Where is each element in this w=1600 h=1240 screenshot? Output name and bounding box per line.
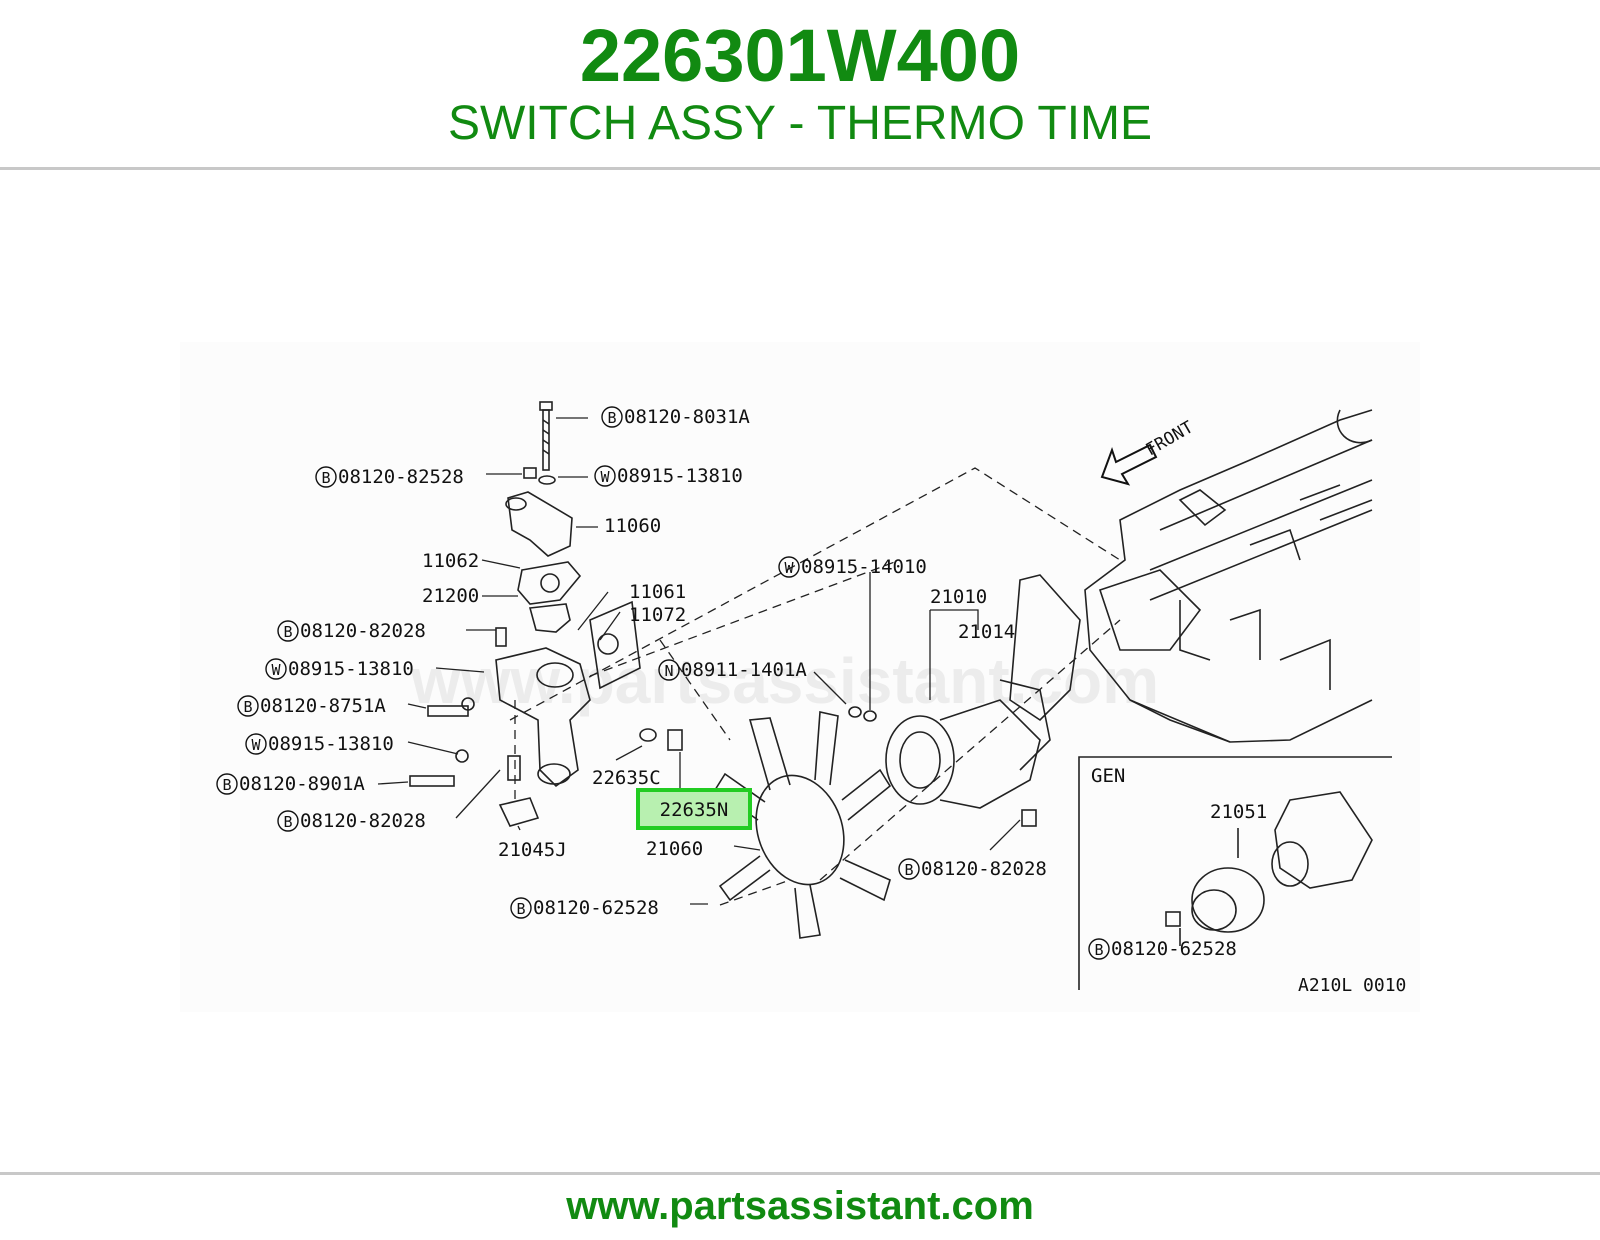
- callout-prefix-circle: [1088, 938, 1110, 960]
- highlight-box: [636, 788, 752, 830]
- figure-code: A210L 0010: [1298, 975, 1406, 996]
- callout-prefix: B: [243, 698, 252, 716]
- bolt-top: [523, 401, 556, 485]
- callout-prefix: W: [600, 468, 610, 486]
- callout-label: 22635C: [592, 767, 661, 789]
- callout-prefix-circle: [277, 810, 299, 832]
- callout-prefix: B: [283, 813, 292, 831]
- callout-label: 08120-82028: [300, 620, 426, 642]
- callout-prefix-circle: [237, 695, 259, 717]
- callout-prefix: B: [321, 469, 330, 487]
- callout-label: 08915-14010: [801, 556, 927, 578]
- callout-prefix: B: [904, 861, 913, 879]
- watermark: www.partsassistant.com: [410, 645, 1159, 717]
- callout-label: 08120-62528: [1111, 938, 1237, 960]
- water-pump: [848, 679, 1051, 827]
- callout-label: 11060: [604, 515, 661, 537]
- front-arrow-icon: [1100, 443, 1158, 486]
- dashed-guides: [509, 467, 1121, 906]
- callout-prefix: B: [283, 623, 292, 641]
- callout-label: 08120-82528: [338, 466, 464, 488]
- callout-prefix-circle: [315, 466, 337, 488]
- leader-lines: [377, 417, 1021, 905]
- callout-label: 08911-1401A: [681, 659, 807, 681]
- callout-prefix-circle: [277, 620, 299, 642]
- callout-label: 08120-8031A: [624, 406, 750, 428]
- callout-prefix: B: [516, 900, 525, 918]
- callout-prefix: W: [271, 661, 281, 679]
- callout-label: 08120-8901A: [239, 773, 365, 795]
- callout-prefix: N: [664, 662, 673, 680]
- callout-label: 08120-8751A: [260, 695, 386, 717]
- callout-prefix-circle: [778, 556, 800, 578]
- callout-prefix: B: [1094, 941, 1103, 959]
- callout-label: 08120-82028: [921, 858, 1047, 880]
- thermostat-housing-parts: [409, 491, 683, 827]
- callout-prefix-circle: [510, 897, 532, 919]
- callout-prefix-circle: [594, 465, 616, 487]
- footer-divider: [0, 1172, 1600, 1175]
- callout-prefix-circle: [216, 773, 238, 795]
- callout-label: 21060: [646, 838, 703, 860]
- callout-prefix-circle: [601, 406, 623, 428]
- callout-prefix-circle: [245, 733, 267, 755]
- callout-prefix-circle: [898, 858, 920, 880]
- callout-prefix-circle: [658, 659, 680, 681]
- callout-label: 08915-13810: [268, 733, 394, 755]
- callout-label: 11062: [422, 550, 479, 572]
- callout-label: 08120-62528: [533, 897, 659, 919]
- callout-label: 21014: [958, 621, 1015, 643]
- callout-prefix: W: [251, 736, 261, 754]
- engine-block: [1009, 409, 1373, 743]
- diagram-panel: [180, 342, 1420, 1012]
- callout-label: 08120-82028: [300, 810, 426, 832]
- gen-pump: [1165, 791, 1373, 946]
- callout-label: 21200: [422, 585, 479, 607]
- header-divider: [0, 167, 1600, 170]
- callout-label: 11061: [629, 581, 686, 603]
- highlighted-label: 22635N: [660, 799, 729, 821]
- callout-prefix-circle: [265, 658, 287, 680]
- callout-label: 21051: [1210, 801, 1267, 823]
- header: 226301W400 SWITCH ASSY - THERMO TIME: [0, 0, 1600, 170]
- part-number: 226301W400: [579, 14, 1021, 97]
- part-name: SWITCH ASSY - THERMO TIME: [447, 97, 1153, 150]
- callout-prefix: B: [222, 776, 231, 794]
- callout-label: 08915-13810: [617, 465, 743, 487]
- callout-prefix: B: [607, 409, 616, 427]
- footer-url[interactable]: www.partsassistant.com: [566, 1184, 1034, 1228]
- callout-prefix: W: [784, 559, 794, 577]
- callout-label: 21045J: [498, 839, 567, 861]
- callout-label: 21010: [930, 586, 987, 608]
- callout-label: 08915-13810: [288, 658, 414, 680]
- callout-label: 11072: [629, 604, 686, 626]
- inset-title: GEN: [1091, 765, 1125, 787]
